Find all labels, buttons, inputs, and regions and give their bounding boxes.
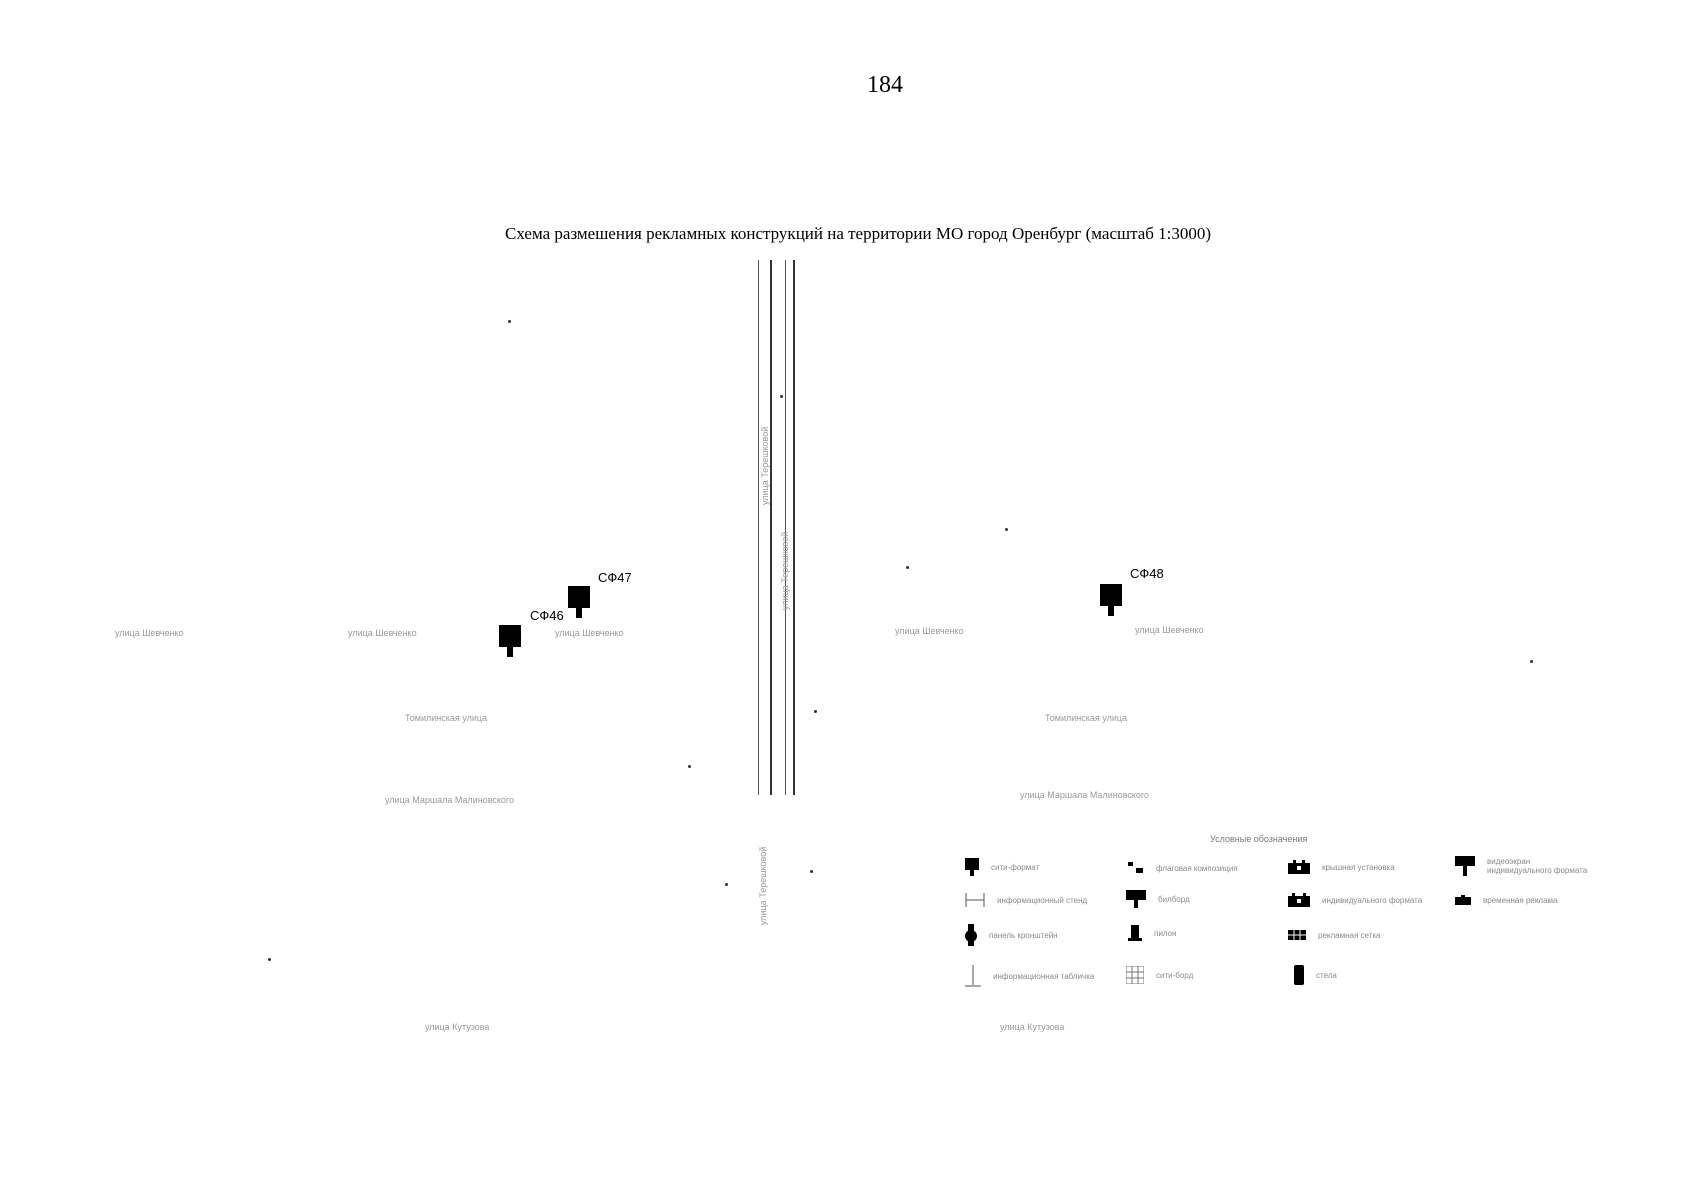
mesh-icon	[1288, 930, 1306, 940]
street-label: улица Маршала Малиновского	[1020, 790, 1150, 800]
legend-item: флаговая композиция	[1128, 862, 1238, 874]
street-label: улица Шевченко	[115, 628, 184, 638]
sity-format-marker[interactable]	[568, 586, 590, 618]
pylon-icon	[1128, 925, 1142, 941]
flag-composition-icon	[1128, 862, 1143, 873]
street-label: улица Шевченко	[555, 628, 624, 638]
road-line	[793, 260, 795, 795]
street-label: улица Терешковой	[758, 846, 768, 925]
map-dot	[906, 566, 909, 569]
sity-board-icon	[1126, 966, 1144, 984]
street-label: улица Шевченко	[348, 628, 417, 638]
road-line	[785, 260, 786, 795]
billboard-icon	[1126, 890, 1146, 908]
individual-format-icon	[1288, 893, 1310, 907]
legend-item: видеоэкран индивидуального формата	[1455, 856, 1597, 876]
legend-item: крышная установка	[1288, 860, 1395, 874]
sity-format-icon	[965, 858, 979, 876]
legend-item: рекламная сетка	[1288, 930, 1381, 940]
map-dot	[688, 765, 691, 768]
facade-structure-icon	[1294, 965, 1304, 985]
info-stand-icon	[965, 893, 985, 907]
marker-label: СФ46	[530, 608, 564, 623]
legend-item: панель кронштейн	[965, 924, 1058, 946]
street-label: улица Терешковой	[760, 426, 770, 505]
marker-label: СФ48	[1130, 566, 1164, 581]
street-label: улица Кутузова	[1000, 1022, 1065, 1032]
map-dot	[268, 958, 271, 961]
map-dot	[725, 883, 728, 886]
street-label: улица Терешковой	[780, 531, 790, 610]
legend-item: информационный стенд	[965, 893, 1087, 907]
map-dot	[780, 395, 783, 398]
temporary-ad-icon	[1455, 895, 1471, 905]
legend-title: Условные обозначения	[1210, 834, 1308, 844]
street-label: Томилинская улица	[405, 713, 488, 723]
bracket-panel-icon	[965, 924, 977, 946]
legend-item: пилон	[1128, 925, 1176, 941]
road-line	[758, 260, 759, 795]
street-label: улица Шевченко	[895, 626, 964, 636]
legend-item: сити-борд	[1126, 966, 1193, 984]
map-dot	[508, 320, 511, 323]
roof-installation-icon	[1288, 860, 1310, 874]
video-screen-icon	[1455, 856, 1475, 876]
street-label: улица Маршала Малиновского	[385, 795, 515, 805]
marker-label: СФ47	[598, 570, 632, 585]
street-label: Томилинская улица	[1045, 713, 1128, 723]
sity-format-marker[interactable]	[1100, 584, 1122, 616]
legend-item: билборд	[1126, 890, 1190, 908]
map-dot	[1530, 660, 1533, 663]
legend-item: информационная табличка	[965, 965, 1094, 987]
legend-item: индивидуального формата	[1288, 893, 1422, 907]
legend-item: сити-формат	[965, 858, 1039, 876]
info-table-icon	[965, 965, 981, 987]
street-label: улица Шевченко	[1135, 625, 1204, 635]
map-dot	[814, 710, 817, 713]
road-line	[770, 260, 772, 795]
sity-format-marker[interactable]	[499, 625, 521, 657]
map-dot	[810, 870, 813, 873]
map-title: Схема размешения рекламных конструкций н…	[505, 224, 1212, 243]
map-dot	[1005, 528, 1008, 531]
legend-item: стела	[1294, 965, 1337, 985]
page-number: 184	[867, 72, 903, 98]
legend-item: временная реклама	[1455, 895, 1558, 905]
street-label: улица Кутузова	[425, 1022, 490, 1032]
